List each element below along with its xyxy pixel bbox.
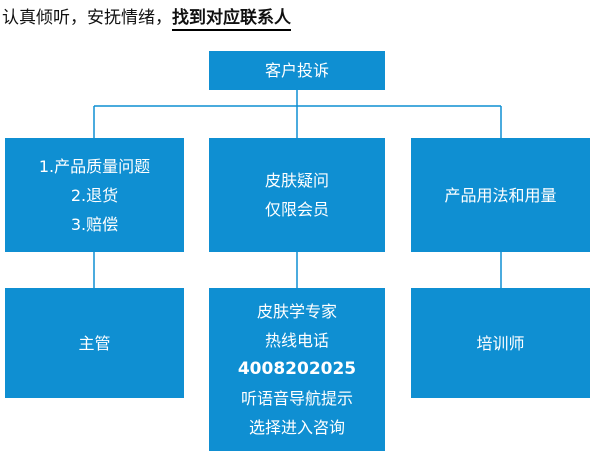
headline-emphasis: 找到对应联系人	[172, 8, 291, 31]
category-line: 仅限会员	[264, 200, 329, 219]
category-line: 皮肤疑问	[264, 171, 329, 190]
contact-line: 皮肤学专家	[256, 302, 337, 321]
category-line: 产品用法和用量	[444, 185, 557, 205]
hotline-number: 4008202025	[237, 359, 357, 379]
category-node-quality: 1.产品质量问题 2.退货 3.赔偿	[5, 138, 184, 252]
category-line: 1.产品质量问题	[38, 156, 151, 176]
category-node-usage: 产品用法和用量	[411, 138, 590, 252]
contact-line: 培训师	[476, 333, 525, 353]
headline: 认真倾听，安抚情绪，找到对应联系人	[2, 3, 291, 31]
headline-prefix: 认真倾听，安抚情绪，	[2, 8, 172, 28]
category-line: 3.赔偿	[70, 214, 119, 234]
root-node-label: 客户投诉	[264, 61, 329, 80]
contact-node-trainer: 培训师	[411, 288, 590, 398]
category-node-skin: 皮肤疑问 仅限会员	[209, 138, 385, 252]
contact-node-skin-expert: 皮肤学专家 热线电话 4008202025 听语音导航提示 选择进入咨询	[209, 288, 385, 451]
contact-line: 热线电话	[264, 331, 329, 350]
contact-line: 选择进入咨询	[248, 418, 345, 437]
contact-line: 主管	[78, 333, 111, 353]
category-line: 2.退货	[70, 185, 119, 205]
root-node-complaint: 客户投诉	[209, 51, 385, 90]
contact-node-supervisor: 主管	[5, 288, 184, 398]
contact-line: 听语音导航提示	[240, 389, 353, 408]
